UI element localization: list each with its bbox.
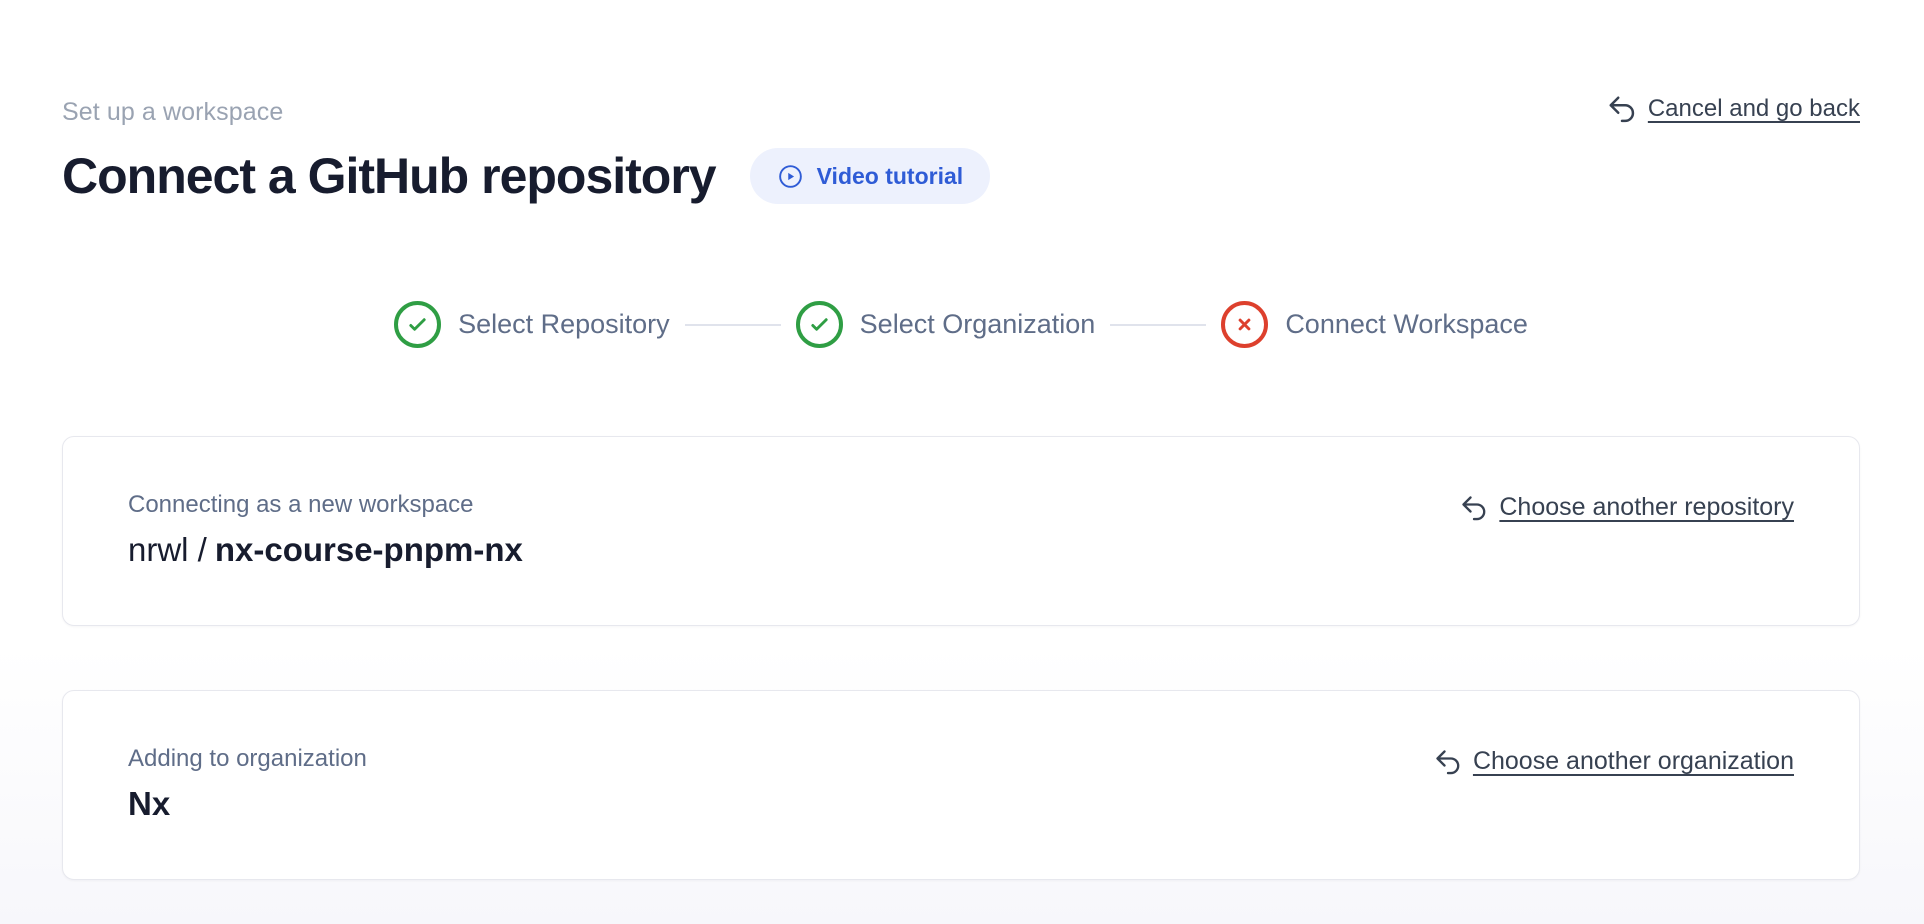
repository-name: nrwl /nx-course-pnpm-nx — [128, 531, 523, 569]
step-connector — [1110, 323, 1207, 326]
repository-repo-name: nx-course-pnpm-nx — [214, 531, 523, 568]
choose-another-repository-label: Choose another repository — [1499, 493, 1794, 521]
video-tutorial-button[interactable]: Video tutorial — [749, 148, 991, 204]
organization-card-info: Adding to organization Nx — [128, 745, 367, 823]
undo-arrow-icon — [1434, 748, 1462, 776]
step-label: Connect Workspace — [1285, 309, 1528, 339]
step-label: Select Organization — [859, 309, 1096, 339]
organization-card: Adding to organization Nx Choose another… — [62, 690, 1860, 880]
undo-arrow-icon — [1607, 94, 1637, 124]
setup-stepper: Select Repository Select Organization Co… — [62, 301, 1860, 348]
cancel-and-go-back-link[interactable]: Cancel and go back — [1607, 94, 1860, 124]
cancel-and-go-back-label: Cancel and go back — [1647, 95, 1860, 122]
play-circle-icon — [777, 163, 804, 190]
summary-cards: Connecting as a new workspace nrwl /nx-c… — [62, 436, 1860, 880]
repository-card-info: Connecting as a new workspace nrwl /nx-c… — [128, 491, 523, 569]
video-tutorial-label: Video tutorial — [816, 162, 964, 189]
x-icon — [1221, 301, 1269, 348]
step-label: Select Repository — [458, 309, 670, 339]
choose-another-repository-link[interactable]: Choose another repository — [1460, 493, 1794, 522]
repository-owner: nrwl / — [128, 531, 207, 568]
organization-card-label: Adding to organization — [128, 745, 367, 772]
page-header: Set up a workspace Connect a GitHub repo… — [62, 95, 1860, 205]
repository-card: Connecting as a new workspace nrwl /nx-c… — [62, 436, 1860, 626]
step-connector — [684, 323, 781, 326]
eyebrow-label: Set up a workspace — [62, 98, 284, 126]
check-icon — [394, 301, 442, 348]
organization-name: Nx — [128, 785, 367, 823]
step-connect-workspace: Connect Workspace — [1221, 301, 1528, 348]
organization-org-name: Nx — [128, 785, 171, 822]
step-select-repository: Select Repository — [394, 301, 670, 348]
check-icon — [795, 301, 843, 348]
step-select-organization: Select Organization — [795, 301, 1096, 348]
choose-another-organization-label: Choose another organization — [1472, 747, 1794, 775]
repository-card-label: Connecting as a new workspace — [128, 491, 474, 518]
page-title: Connect a GitHub repository — [62, 148, 717, 204]
undo-arrow-icon — [1460, 494, 1488, 522]
title-row: Connect a GitHub repository Video tutori… — [62, 147, 991, 205]
header-titles: Set up a workspace Connect a GitHub repo… — [62, 98, 991, 205]
setup-workspace-page: Set up a workspace Connect a GitHub repo… — [62, 95, 1860, 880]
choose-another-organization-link[interactable]: Choose another organization — [1434, 747, 1794, 776]
